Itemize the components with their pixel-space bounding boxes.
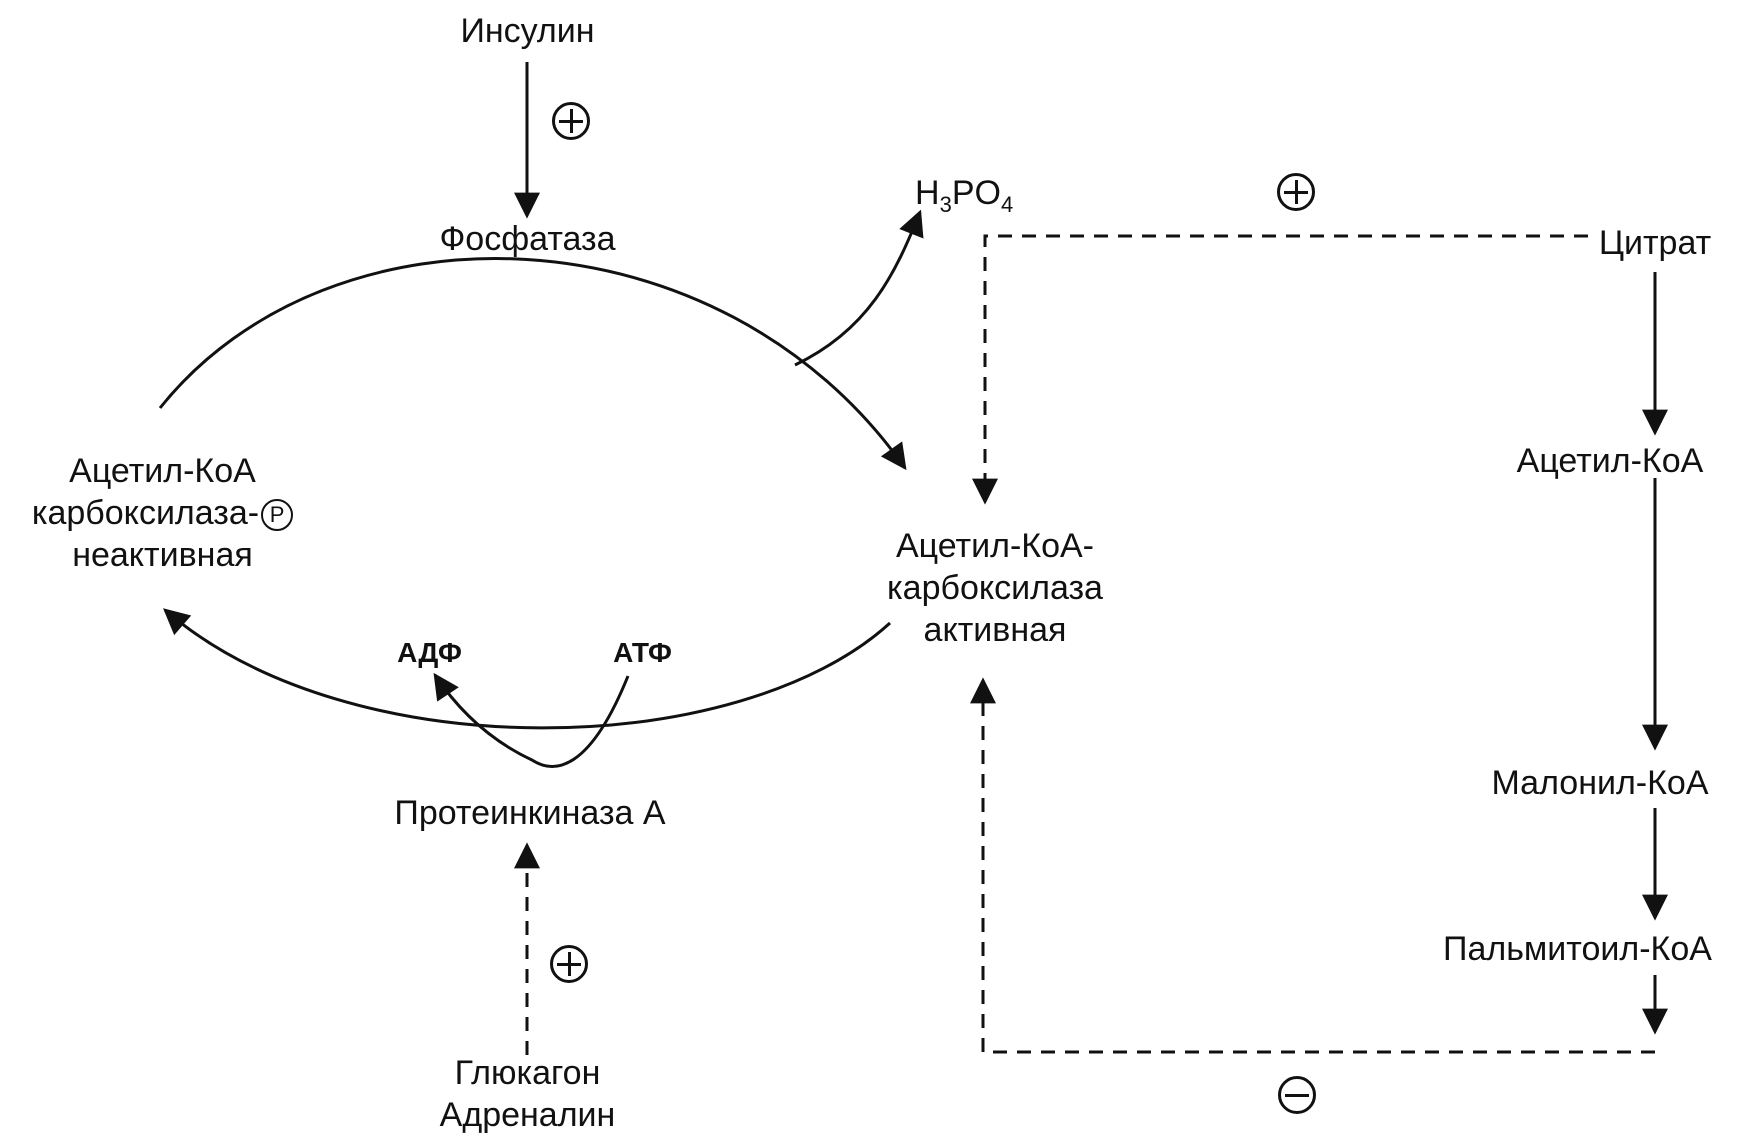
plus-sign-glucagon-icon (550, 945, 588, 983)
label-h3po4: H3PO4 (915, 174, 1014, 217)
label-active-enzyme: Ацетил-КоА- карбоксилаза активная (887, 527, 1103, 649)
label-inactive-enzyme: Ацетил-КоА карбоксилаза-P неактивная (5, 450, 320, 576)
label-adp: АДФ (397, 637, 462, 668)
label-insulin: Инсулин (460, 12, 595, 50)
arrow-citrate-to-enzyme (972, 234, 1588, 505)
label-malonyl-coa: Малонил-КоА (1491, 764, 1709, 802)
arrow-palmitoylcoa-to-enzyme (970, 677, 1655, 1054)
label-palmitoyl-coa: Пальмитоил-КоА (1443, 930, 1712, 968)
arc-phosphorylation (163, 608, 892, 730)
minus-sign-palmitoyl-icon (1278, 1076, 1316, 1114)
label-atp: АТФ (613, 637, 672, 668)
arrow-atp-to-adp (433, 672, 630, 768)
label-phosphatase: Фосфатаза (439, 220, 616, 258)
label-glucagon-adrenaline: Глюкагон Адреналин (439, 1054, 616, 1134)
plus-sign-insulin-icon (552, 102, 590, 140)
phosphate-circle-icon: P (261, 499, 294, 532)
label-protein-kinase-a: Протеинкиназа А (394, 794, 666, 832)
arc-dephosphorylation (158, 257, 907, 471)
arrow-to-h3po4 (794, 209, 924, 367)
label-citrate: Цитрат (1598, 224, 1712, 262)
label-acetyl-coa: Ацетил-КоА (1516, 442, 1704, 480)
plus-sign-citrate-icon (1277, 173, 1315, 211)
